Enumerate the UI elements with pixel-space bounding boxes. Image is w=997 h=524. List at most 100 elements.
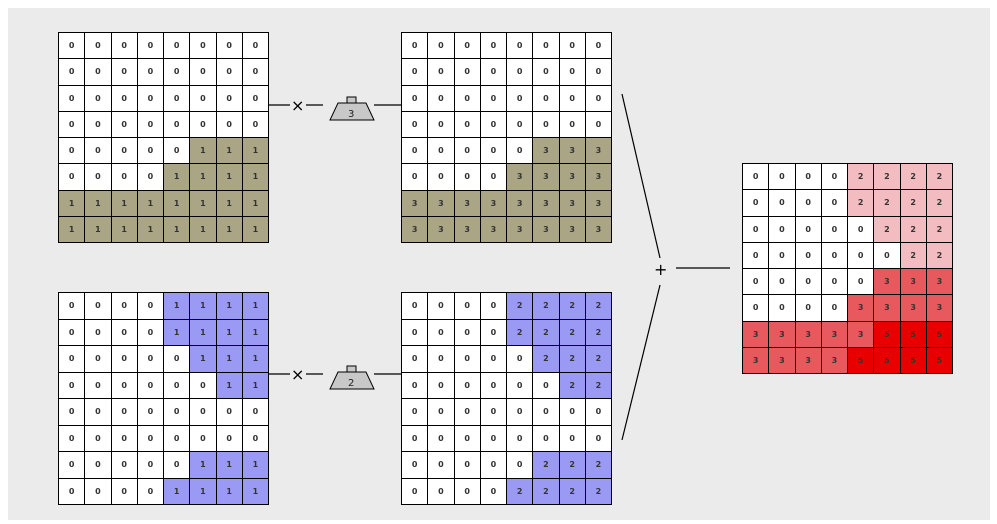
grid-cell: 1 — [241, 189, 269, 217]
grid-cell: 0 — [873, 241, 901, 269]
grid-cell: 3 — [847, 320, 875, 348]
grid-cell: 0 — [163, 345, 191, 373]
grid-cell: 3 — [584, 215, 612, 243]
grid-cell: 0 — [427, 477, 455, 505]
grid-cell: 0 — [506, 137, 534, 165]
grid-cell: 3 — [742, 346, 770, 374]
grid-cell: 3 — [768, 346, 796, 374]
plus-sign: + — [654, 260, 667, 279]
grid-cell: 0 — [163, 58, 191, 86]
grid-cell: 0 — [84, 292, 112, 320]
grid-cell: 1 — [215, 137, 243, 165]
grid-cell: 0 — [215, 84, 243, 112]
grid-cell: 0 — [110, 84, 138, 112]
grid-cell: 3 — [820, 346, 848, 374]
grid-cell: 0 — [58, 345, 86, 373]
grid-cell: 0 — [479, 32, 507, 60]
grid-cell: 0 — [506, 424, 534, 452]
grid-cell: 0 — [84, 137, 112, 165]
grid-cell: 0 — [84, 345, 112, 373]
grid-cell: 3 — [742, 320, 770, 348]
grid-cell: 0 — [189, 58, 217, 86]
grid-cell: 5 — [925, 320, 953, 348]
grid-cell: 3 — [532, 215, 560, 243]
grid-cell: 0 — [136, 58, 164, 86]
grid-cell: 0 — [794, 215, 822, 243]
grid-cell: 1 — [241, 371, 269, 399]
grid-cell: 0 — [136, 292, 164, 320]
grid-cell: 0 — [136, 451, 164, 479]
grid-cell: 0 — [479, 292, 507, 320]
grid-cell: 0 — [768, 268, 796, 296]
grid-cell: 0 — [453, 451, 481, 479]
grid-cell: 0 — [401, 292, 429, 320]
grid-cell: 1 — [58, 215, 86, 243]
grid-cell: 0 — [532, 371, 560, 399]
grid-cell: 2 — [506, 318, 534, 346]
grid-cell: 1 — [241, 477, 269, 505]
grid-cell: 0 — [558, 110, 586, 138]
grid-cell: 3 — [873, 268, 901, 296]
grid-cell: 2 — [925, 215, 953, 243]
grid-cell: 0 — [742, 294, 770, 322]
grid-cell: 2 — [899, 241, 927, 269]
grid-cell: 3 — [453, 215, 481, 243]
grid-cell: 0 — [189, 398, 217, 426]
grid-cell: 0 — [506, 345, 534, 373]
grid-cell: 0 — [532, 398, 560, 426]
grid-cell: 0 — [215, 110, 243, 138]
grid-cell: 0 — [479, 451, 507, 479]
grid-cell: 0 — [58, 451, 86, 479]
grid-cell: 0 — [768, 163, 796, 191]
grid-cell: 1 — [215, 292, 243, 320]
grid-cell: 3 — [558, 189, 586, 217]
grid-cell: 0 — [768, 294, 796, 322]
grid-cell: 3 — [506, 189, 534, 217]
grid-cell: 0 — [110, 371, 138, 399]
grid-cell: 2 — [925, 241, 953, 269]
grid-cell: 0 — [163, 451, 191, 479]
grid-cell: 0 — [427, 110, 455, 138]
grid-cell: 2 — [532, 477, 560, 505]
grid-cell: 0 — [58, 371, 86, 399]
grid-cell: 0 — [241, 32, 269, 60]
grid-cell: 0 — [136, 137, 164, 165]
grid-cell: 1 — [189, 163, 217, 191]
grid-cell: 0 — [241, 424, 269, 452]
grid-cell: 3 — [506, 163, 534, 191]
grid-cell: 0 — [427, 398, 455, 426]
grid-cell: 2 — [532, 345, 560, 373]
grid-cell: 1 — [189, 451, 217, 479]
grid-cell: 2 — [506, 477, 534, 505]
grid-cell: 0 — [794, 163, 822, 191]
grid-cell: 0 — [532, 84, 560, 112]
grid-cell: 0 — [58, 137, 86, 165]
grid-cell: 1 — [163, 163, 191, 191]
grid-cell: 1 — [241, 345, 269, 373]
grid-cell: 0 — [506, 32, 534, 60]
grid-cell: 0 — [110, 345, 138, 373]
grid-cell: 2 — [873, 215, 901, 243]
grid-cell: 2 — [532, 451, 560, 479]
grid-cell: 1 — [136, 189, 164, 217]
grid-cell: 0 — [427, 371, 455, 399]
grid-cell: 0 — [215, 398, 243, 426]
grid-cell: 0 — [453, 58, 481, 86]
grid-cell: 0 — [820, 215, 848, 243]
bottom-weight-icon: 2 — [329, 365, 375, 390]
grid-cell: 0 — [401, 58, 429, 86]
grid-cell: 0 — [453, 424, 481, 452]
grid-cell: 0 — [189, 424, 217, 452]
grid-cell: 0 — [453, 110, 481, 138]
grid-cell: 0 — [427, 292, 455, 320]
grid-cell: 0 — [215, 424, 243, 452]
grid-cell: 0 — [189, 32, 217, 60]
bottom-weight-label: 2 — [348, 378, 354, 389]
grid-cell: 3 — [873, 294, 901, 322]
grid-cell: 0 — [532, 424, 560, 452]
grid-cell: 0 — [794, 294, 822, 322]
grid-cell: 3 — [427, 215, 455, 243]
grid-cell: 1 — [163, 318, 191, 346]
grid-cell: 1 — [215, 318, 243, 346]
